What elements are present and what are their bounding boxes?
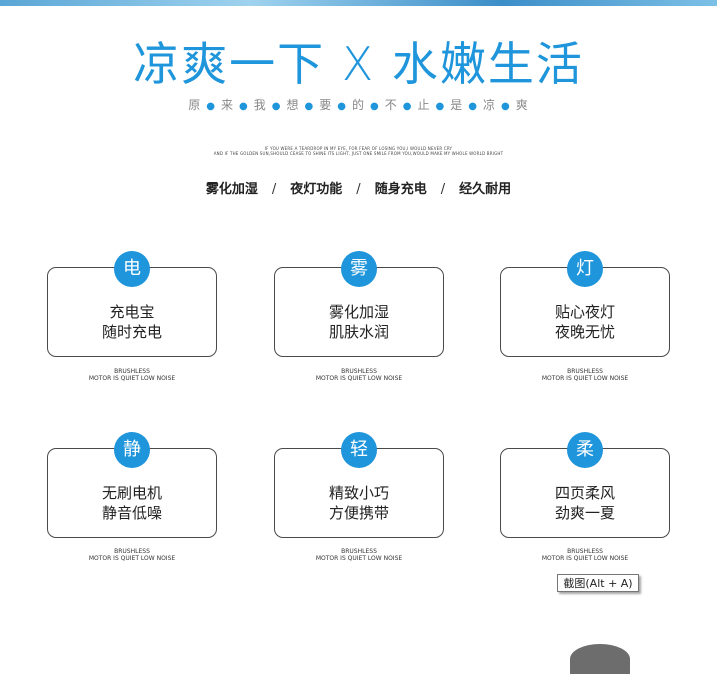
caption-line-2: MOTOR IS QUIET LOW NOISE (88, 375, 176, 382)
card-line-1: 四页柔风 (554, 484, 615, 502)
card-line-1: 精致小巧 (328, 484, 389, 502)
caption-line-1: BRUSHLESS (341, 368, 377, 375)
card-caption: BRUSHLESS MOTOR IS QUIET LOW NOISE (47, 368, 217, 382)
feature-separator: / (271, 182, 277, 197)
card-caption: BRUSHLESS MOTOR IS QUIET LOW NOISE (274, 368, 444, 382)
dot-icon: ● (337, 101, 347, 112)
card-caption: BRUSHLESS MOTOR IS QUIET LOW NOISE (274, 548, 444, 562)
card-line-1: 充电宝 (109, 303, 155, 321)
feature-card-soft-wind: 柔 四页柔风 劲爽一夏 (500, 432, 670, 538)
caption-line-1: BRUSHLESS (567, 548, 603, 555)
card-text: 雾化加湿 肌肤水润 (275, 302, 443, 342)
caption-line-1: BRUSHLESS (567, 368, 603, 375)
card-badge: 雾 (341, 251, 377, 287)
card-caption: BRUSHLESS MOTOR IS QUIET LOW NOISE (47, 548, 217, 562)
top-banner-strip (0, 0, 717, 6)
card-badge: 电 (114, 251, 150, 287)
dot-icon: ● (271, 101, 282, 112)
feature-list: 雾化加湿 / 夜灯功能 / 随身充电 / 经久耐用 (0, 178, 717, 197)
subtitle: 原 ● 来 ● 我 ● 想 ● 要 ● 的 ● 不 ● 止 ● 是 ● 凉 ● 爽 (0, 96, 717, 113)
subtitle-char: 的 (351, 98, 365, 112)
caption-line-2: MOTOR IS QUIET LOW NOISE (88, 555, 176, 562)
subtitle-char: 止 (417, 98, 431, 112)
feature-card-quiet: 静 无刷电机 静音低噪 (47, 432, 217, 538)
dot-icon: ● (435, 101, 446, 112)
card-text: 贴心夜灯 夜晚无忧 (501, 302, 669, 342)
fine-print-line-1: IF YOU WERE A TEARDROP IN MY EYE, FOR FE… (264, 146, 453, 151)
subtitle-char: 爽 (515, 98, 529, 112)
card-line-2: 随时充电 (101, 323, 162, 341)
card-text: 四页柔风 劲爽一夏 (501, 483, 669, 523)
dot-icon: ● (501, 101, 511, 112)
feature-separator: / (356, 182, 361, 197)
screenshot-tooltip: 截图(Alt + A) (557, 574, 639, 592)
feature-item: 夜灯功能 (290, 182, 343, 197)
dot-icon: ● (402, 101, 413, 112)
subtitle-char: 不 (384, 98, 398, 112)
card-badge: 静 (114, 432, 150, 468)
subtitle-char: 是 (450, 98, 464, 112)
feature-item: 随身充电 (374, 182, 427, 197)
card-text: 充电宝 随时充电 (48, 302, 216, 342)
caption-line-1: BRUSHLESS (114, 548, 150, 555)
subtitle-char: 要 (319, 98, 333, 112)
caption-line-2: MOTOR IS QUIET LOW NOISE (315, 555, 403, 562)
dot-icon: ● (206, 101, 216, 112)
feature-item: 经久耐用 (459, 182, 512, 197)
feature-separator: / (440, 182, 446, 197)
feature-card-light-weight: 轻 精致小巧 方便携带 (274, 432, 444, 538)
caption-line-2: MOTOR IS QUIET LOW NOISE (315, 375, 403, 382)
card-badge: 轻 (341, 432, 377, 468)
card-badge: 灯 (567, 251, 603, 287)
subtitle-char: 凉 (482, 98, 496, 112)
dot-icon: ● (370, 101, 380, 112)
feature-item: 雾化加湿 (205, 182, 258, 197)
card-line-2: 劲爽一夏 (554, 504, 615, 522)
dot-icon: ● (304, 101, 315, 112)
card-line-1: 无刷电机 (101, 484, 162, 502)
card-line-2: 肌肤水润 (328, 323, 389, 341)
feature-card-light: 灯 贴心夜灯 夜晚无忧 (500, 251, 670, 357)
card-line-1: 贴心夜灯 (554, 303, 615, 321)
product-image-edge (570, 644, 630, 674)
feature-card-mist: 雾 雾化加湿 肌肤水润 (274, 251, 444, 357)
card-text: 无刷电机 静音低噪 (48, 483, 216, 523)
caption-line-2: MOTOR IS QUIET LOW NOISE (541, 555, 629, 562)
caption-line-1: BRUSHLESS (114, 368, 150, 375)
subtitle-char: 想 (286, 98, 300, 112)
card-caption: BRUSHLESS MOTOR IS QUIET LOW NOISE (500, 548, 670, 562)
feature-card-power: 电 充电宝 随时充电 (47, 251, 217, 357)
card-line-2: 方便携带 (328, 504, 389, 522)
fine-print-line-2: AND IF THE GOLDEN SUN,SHOULD CEASE TO SH… (213, 151, 504, 156)
card-line-2: 夜晚无忧 (554, 323, 615, 341)
card-text: 精致小巧 方便携带 (275, 483, 443, 523)
caption-line-1: BRUSHLESS (341, 548, 377, 555)
caption-line-2: MOTOR IS QUIET LOW NOISE (541, 375, 629, 382)
subtitle-char: 来 (220, 98, 234, 112)
subtitle-char: 原 (188, 98, 202, 112)
dot-icon: ● (468, 101, 478, 112)
subtitle-char: 我 (253, 98, 267, 112)
page-title: 凉爽一下 X 水嫩生活 (133, 37, 584, 91)
card-line-1: 雾化加湿 (328, 303, 389, 321)
card-caption: BRUSHLESS MOTOR IS QUIET LOW NOISE (500, 368, 670, 382)
dot-icon: ● (239, 101, 249, 112)
card-line-2: 静音低噪 (101, 504, 162, 522)
card-badge: 柔 (567, 432, 603, 468)
